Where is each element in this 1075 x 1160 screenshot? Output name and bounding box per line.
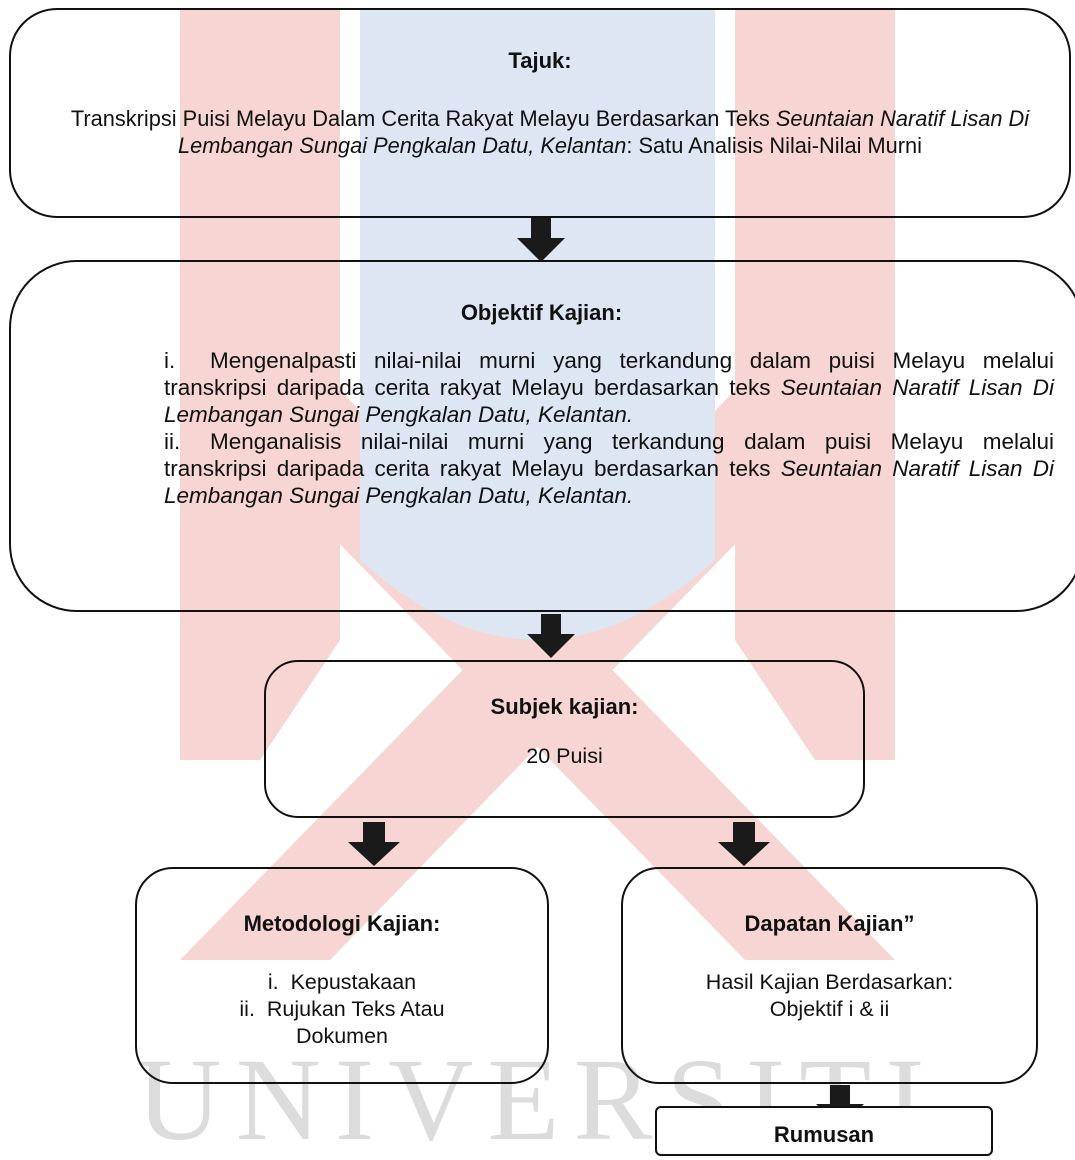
watermark-blue-center — [360, 10, 715, 640]
tajuk-text: Transkripsi Puisi Melayu Dalam Cerita Ra… — [51, 105, 1049, 159]
subjek-box: Subjek kajian: 20 Puisi — [264, 660, 865, 818]
rumusan-title: Rumusan — [773, 1122, 875, 1147]
arrow-down-icon — [718, 822, 770, 866]
objektif-item-2: ii.Menganalisis nilai-nilai murni yang t… — [164, 428, 1054, 509]
dapatan-box: Dapatan Kajian” Hasil Kajian Berdasarkan… — [621, 867, 1038, 1084]
tajuk-title: Tajuk: — [508, 48, 572, 73]
tajuk-text-italic: Seuntaian Naratif Lisan Di Lembangan Sun… — [178, 106, 1030, 158]
objektif-box: Objektif Kajian: i.Mengenalpasti nilai-n… — [9, 260, 1075, 612]
objektif-title: Objektif Kajian: — [460, 300, 623, 325]
objektif-item-2-num: ii. — [164, 429, 181, 454]
dapatan-title: Dapatan Kajian” — [744, 911, 915, 936]
arrow-down-icon — [527, 614, 575, 658]
metodologi-list: i. Kepustakaan ii. Rujukan Teks Atau Dok… — [137, 969, 547, 1050]
dapatan-line-1: Hasil Kajian Berdasarkan: — [705, 970, 954, 994]
arrow-down-icon — [348, 822, 400, 866]
objektif-item-1-text: Mengenalpasti nilai-nilai murni yang ter… — [164, 348, 1054, 400]
metodologi-box: Metodologi Kajian: i. Kepustakaan ii. Ru… — [135, 867, 549, 1084]
metodologi-item-2-cont: Dokumen — [295, 1024, 388, 1048]
objektif-item-1-num: i. — [164, 348, 176, 373]
rumusan-box: Rumusan — [655, 1106, 993, 1156]
objektif-item-2-italic: Seuntaian Naratif Lisan Di Lembangan Sun… — [164, 456, 1054, 508]
objektif-list: i.Mengenalpasti nilai-nilai murni yang t… — [164, 347, 1054, 509]
tajuk-text-part2: : Satu Analisis Nilai-Nilai Murni — [626, 133, 922, 158]
tajuk-box: Tajuk: Transkripsi Puisi Melayu Dalam Ce… — [9, 8, 1071, 218]
metodologi-item-2: ii. Rujukan Teks Atau — [239, 997, 445, 1021]
watermark-red-x — [180, 380, 895, 960]
metodologi-item-1: i. Kepustakaan — [267, 970, 417, 994]
objektif-item-2-text: Menganalisis nilai-nilai murni yang terk… — [164, 429, 1054, 481]
arrow-down-icon — [517, 218, 565, 262]
subjek-title: Subjek kajian: — [490, 694, 639, 719]
metodologi-title: Metodologi Kajian: — [243, 911, 441, 936]
objektif-item-1: i.Mengenalpasti nilai-nilai murni yang t… — [164, 347, 1054, 428]
tajuk-text-part1: Transkripsi Puisi Melayu Dalam Cerita Ra… — [70, 106, 776, 131]
objektif-item-1-italic: Seuntaian Naratif Lisan Di Lembangan Sun… — [164, 375, 1054, 427]
dapatan-line-2: Objektif i & ii — [769, 997, 890, 1021]
subjek-text: 20 Puisi — [526, 744, 603, 768]
dapatan-text: Hasil Kajian Berdasarkan: Objektif i & i… — [623, 969, 1036, 1023]
